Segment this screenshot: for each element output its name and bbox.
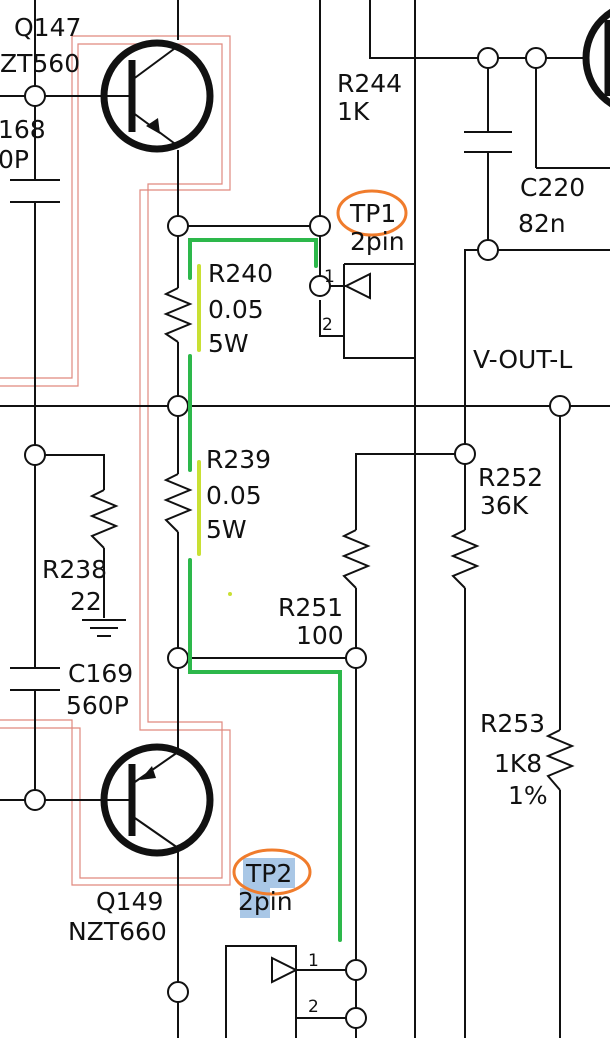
tp1-pin1: 1: [324, 267, 335, 287]
tp1-type: 2pin: [350, 227, 405, 256]
tp2-pin2: 2: [308, 997, 319, 1017]
resistor-r238: [89, 489, 119, 549]
r239-power: 5W: [206, 515, 247, 544]
r252-value: 36K: [480, 491, 529, 520]
capacitor-c220: [464, 131, 512, 153]
capacitor-c169: [10, 667, 60, 691]
c169-ref: C169: [68, 659, 133, 688]
tp1-ref: TP1: [349, 199, 396, 228]
labels: Q147 ZT560 168 0P R244 1K C220 82n TP1 2…: [0, 13, 585, 1017]
r238-ref: R238: [42, 555, 107, 584]
tp2-type: 2pin: [238, 887, 293, 916]
q149-ref: Q149: [96, 887, 163, 916]
tp2-pin1: 1: [308, 951, 319, 971]
c168-ref: 168: [0, 115, 46, 144]
r253-tolerance: 1%: [508, 781, 548, 810]
resistor-r240: [163, 287, 193, 343]
q149-part: NZT660: [68, 917, 167, 946]
resistor-r251: [341, 529, 371, 589]
tp1-symbol: [343, 272, 371, 300]
resistor-highlight-marks: [197, 264, 232, 596]
r253-value: 1K8: [494, 749, 542, 778]
transistor-q147: [100, 39, 214, 153]
transistor-partial-right: [582, 8, 610, 108]
c220-ref: C220: [520, 173, 585, 202]
c168-value: 0P: [0, 145, 29, 174]
tp2-ref-highlight: [243, 858, 295, 888]
tp1-circle-annotation: [336, 189, 408, 237]
resistor-r252: [450, 529, 480, 589]
q147-ref: Q147: [14, 13, 81, 42]
c169-value: 560P: [66, 691, 129, 720]
r244-value: 1K: [337, 97, 370, 126]
q147-part: ZT560: [0, 49, 80, 78]
c220-value: 82n: [518, 209, 566, 238]
pcb-outline: [0, 35, 231, 886]
r240-ref: R240: [208, 259, 273, 288]
green-sense-trace: [188, 238, 342, 942]
r252-ref: R252: [478, 463, 543, 492]
r253-ref: R253: [480, 709, 545, 738]
r251-ref: R251: [278, 593, 343, 622]
r251-value: 100: [296, 621, 344, 650]
r240-value: 0.05: [208, 295, 264, 324]
transistor-q149: [100, 743, 214, 857]
r244-ref: R244: [337, 69, 402, 98]
net-v-out-l: V-OUT-L: [473, 345, 572, 374]
r238-value: 22: [70, 587, 102, 616]
resistor-r253: [545, 729, 575, 791]
tp2-symbol: [271, 956, 299, 984]
tp2-ref: TP2: [245, 859, 292, 888]
tp1-pin2: 2: [322, 315, 333, 335]
tp2-circle-annotation: [232, 848, 312, 896]
capacitor-c168: [10, 179, 60, 203]
r239-value: 0.05: [206, 481, 262, 510]
r239-ref: R239: [206, 445, 271, 474]
junction-nodes: [24, 47, 571, 1029]
resistor-r239: [163, 473, 193, 533]
r240-power: 5W: [208, 329, 249, 358]
